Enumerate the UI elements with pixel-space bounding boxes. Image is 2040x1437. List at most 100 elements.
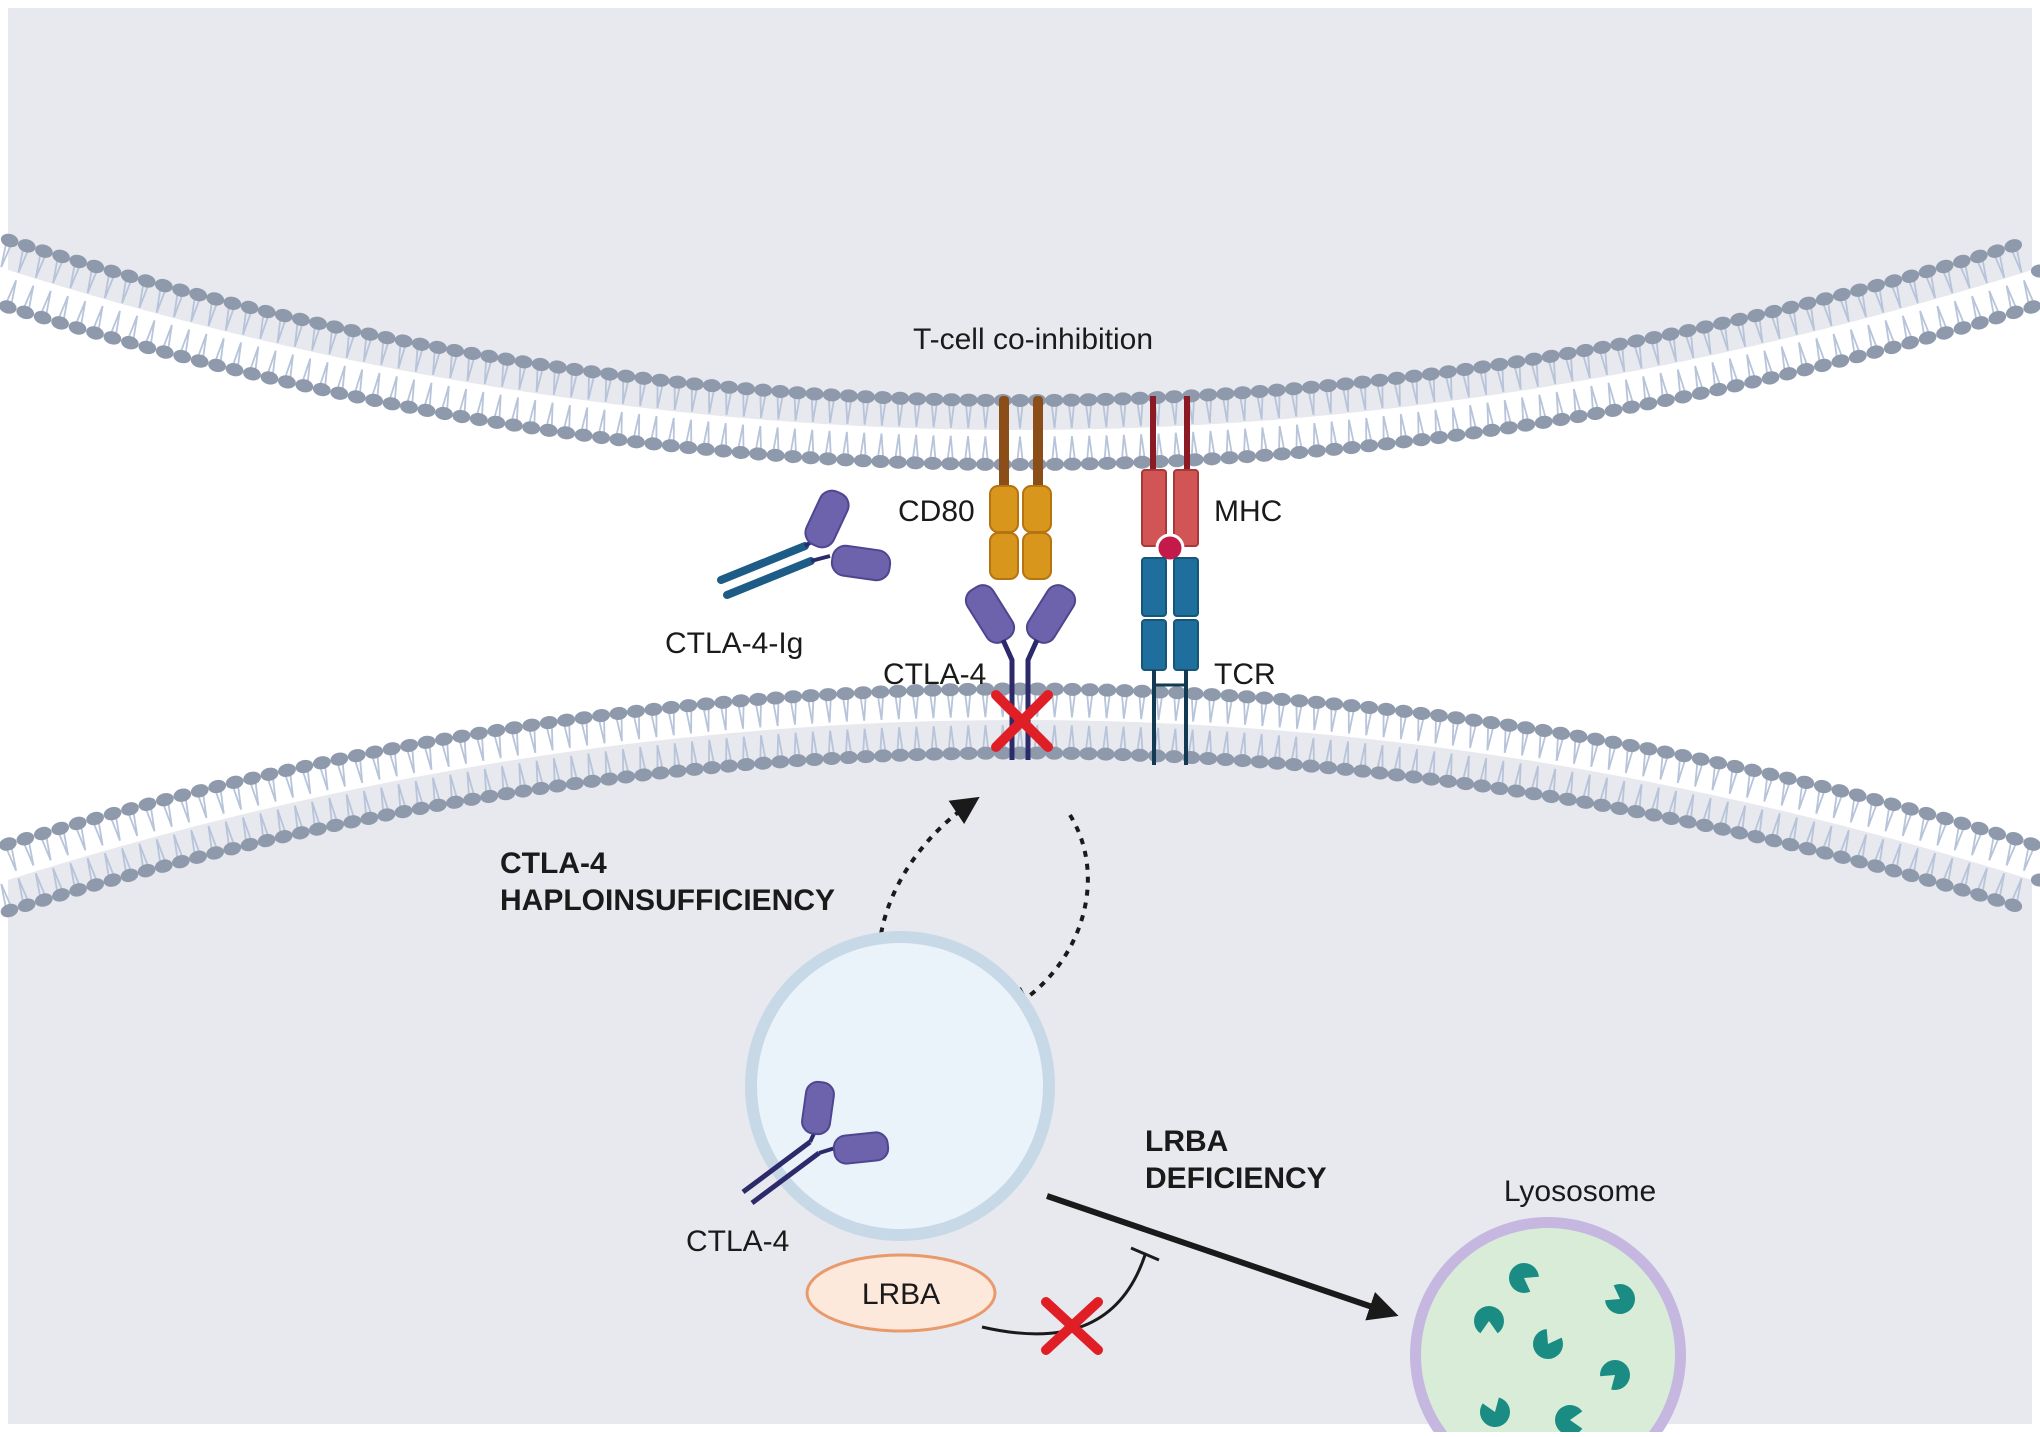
lipid-head xyxy=(347,390,366,404)
lipid-head xyxy=(1482,716,1501,730)
lipid-head xyxy=(1096,392,1115,406)
lipid-head xyxy=(240,300,259,315)
lipid-head xyxy=(1593,340,1611,354)
lipid-head xyxy=(668,375,687,389)
lipid-head xyxy=(1250,755,1269,769)
lrba-blocked-cross xyxy=(1041,1297,1103,1355)
lipid-head xyxy=(1387,768,1406,782)
lipid-head xyxy=(394,334,413,348)
lipid-head xyxy=(1237,450,1256,464)
lipid-head xyxy=(766,448,785,462)
lipid-head xyxy=(583,365,602,379)
lipid-head xyxy=(278,763,296,777)
lipid-head xyxy=(274,308,293,323)
lipid-head xyxy=(121,802,139,816)
lipid-head xyxy=(16,305,35,320)
lipid-head xyxy=(1587,732,1605,746)
lipid-head xyxy=(208,779,227,794)
lipid-head xyxy=(1438,365,1457,379)
lipid-head xyxy=(1867,859,1886,873)
lipid-head xyxy=(1447,711,1466,725)
lipid-head xyxy=(557,713,576,727)
lipid-head xyxy=(1604,735,1623,749)
lipid-head xyxy=(1691,386,1710,400)
lipid-head xyxy=(1284,382,1303,396)
lipid-head xyxy=(1325,697,1344,711)
ctla4-blocked-cross xyxy=(991,690,1053,752)
lipid-head xyxy=(1115,456,1134,470)
lipid-head xyxy=(1011,457,1030,472)
lipid-head xyxy=(189,850,207,864)
lipid-head xyxy=(531,357,550,372)
lipid-head xyxy=(617,770,636,784)
lipid-head xyxy=(1336,762,1355,776)
lipid-head xyxy=(1627,805,1646,819)
lipid-head xyxy=(33,826,52,841)
lipid-head xyxy=(103,873,122,887)
lipid-head xyxy=(906,684,925,698)
lipid-head xyxy=(86,878,105,892)
lipid-head xyxy=(1199,751,1218,765)
lipid-head xyxy=(68,321,87,335)
lipid-head xyxy=(942,393,961,407)
lipid-head xyxy=(504,418,523,432)
lipid-head xyxy=(1988,826,2007,841)
lipid-head xyxy=(504,721,523,735)
lipid-head xyxy=(1216,753,1235,767)
lipid-head xyxy=(1558,346,1577,361)
lipid-head xyxy=(1970,249,1988,264)
lipid-head xyxy=(731,445,750,460)
lipid-head xyxy=(0,903,19,918)
lipid-head xyxy=(1456,362,1475,377)
lipid-head xyxy=(1781,837,1800,852)
lipid-head xyxy=(1713,316,1731,330)
lipid-head xyxy=(1370,766,1389,780)
lipid-head xyxy=(874,749,893,763)
tcr-label: TCR xyxy=(1214,658,1276,691)
cd80-receptor xyxy=(989,396,1052,580)
lipid-head xyxy=(1507,784,1526,798)
lipid-head xyxy=(1674,748,1693,763)
lipid-head xyxy=(1848,788,1867,802)
lipid-head xyxy=(1796,775,1815,790)
lipid-head xyxy=(788,386,807,400)
lipid-head xyxy=(958,682,977,696)
lipid-head xyxy=(1307,444,1326,458)
degradation-arrow xyxy=(1046,1193,1399,1321)
lipid-head xyxy=(137,864,156,878)
lrba-label: LRBA xyxy=(862,1278,940,1311)
lipid-head xyxy=(871,685,890,699)
lipid-head xyxy=(634,371,653,385)
peptide-antigen xyxy=(1155,533,1185,563)
lipid-head xyxy=(377,808,396,822)
lipid-head xyxy=(1674,390,1693,404)
lipid-head xyxy=(1185,453,1204,467)
lipid-head xyxy=(309,822,327,836)
lipid-head xyxy=(565,362,584,376)
ctla4-membrane-label: CTLA-4 xyxy=(883,658,986,691)
lipid-head xyxy=(1028,746,1047,760)
lipid-head xyxy=(0,233,19,248)
lipid-head xyxy=(976,393,995,407)
haploinsufficiency-label-line1: CTLA-4 xyxy=(500,847,607,880)
lipid-head xyxy=(411,337,430,351)
lipid-head xyxy=(1203,688,1222,702)
lipid-head xyxy=(1353,375,1372,389)
lipid-head xyxy=(51,821,70,836)
lipid-head xyxy=(1080,457,1099,471)
lipid-head xyxy=(634,768,653,782)
lipid-head xyxy=(1604,403,1623,417)
lrba-protein xyxy=(805,1253,997,1333)
lipid-head xyxy=(617,369,636,383)
lipid-head xyxy=(925,392,944,406)
lipid-head xyxy=(771,384,790,399)
lipid-head xyxy=(257,304,276,319)
lipid-head xyxy=(260,371,279,385)
lipid-head xyxy=(1815,292,1834,306)
lipid-head xyxy=(737,382,756,396)
lipid-head xyxy=(312,382,331,397)
lysosomal-enzyme xyxy=(1555,1405,1583,1435)
lipid-head xyxy=(644,702,663,716)
lipid-head xyxy=(1062,746,1081,760)
lipid-head xyxy=(1370,373,1389,387)
